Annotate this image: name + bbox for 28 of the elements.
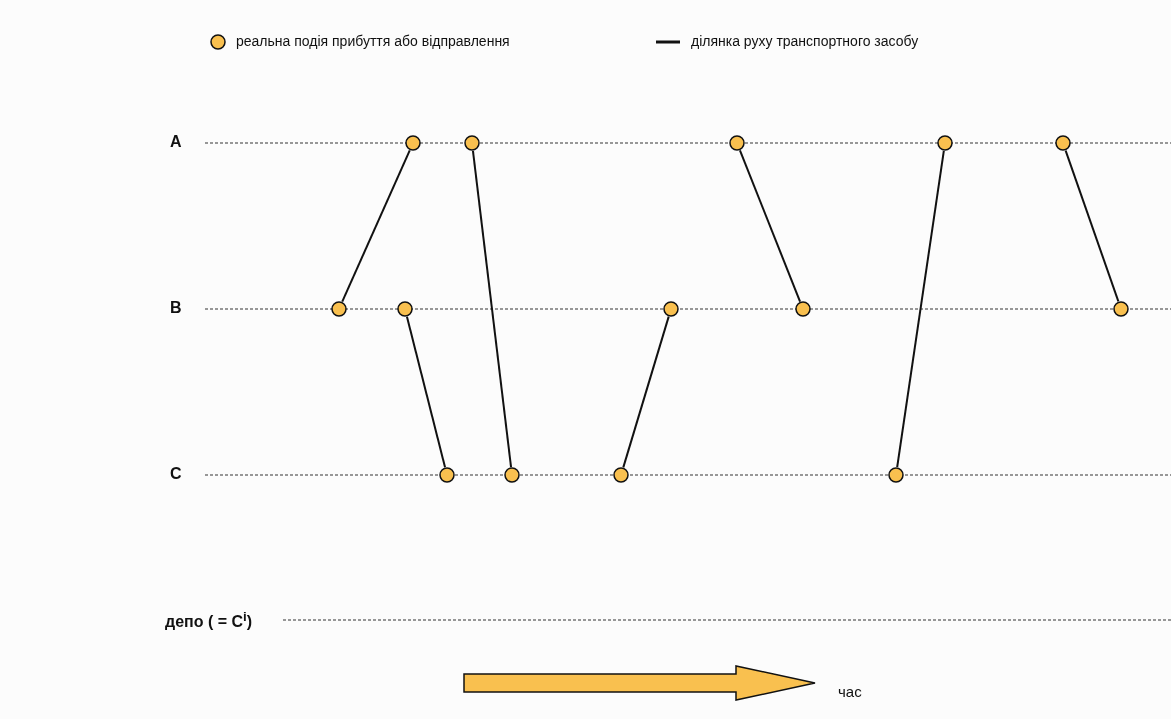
event-circle [405, 135, 421, 151]
route-segment [622, 315, 670, 469]
route-segment [405, 315, 447, 469]
event-circle [729, 135, 745, 151]
event-circle [663, 301, 679, 317]
row-label: C [170, 465, 182, 483]
route-segment [738, 149, 802, 303]
route-segment [1064, 149, 1120, 303]
event-circle [888, 467, 904, 483]
event-circle [1055, 135, 1071, 151]
event-circle [795, 301, 811, 317]
route-segment [471, 149, 513, 469]
event-circle [937, 135, 953, 151]
legend-text: ділянка руху транспортного засобу [691, 33, 919, 49]
event-circle [1113, 301, 1129, 317]
row-label: B [170, 299, 182, 317]
event-circle [439, 467, 455, 483]
legend-text: реальна подія прибуття або відправлення [236, 33, 510, 49]
route-segment [341, 149, 411, 303]
row-label: депо ( = C$^{i}$) [165, 609, 253, 632]
axis-label: час [838, 683, 862, 700]
row-label: A [170, 133, 182, 151]
event-circle [504, 467, 520, 483]
event-circle [331, 301, 347, 317]
route-segment [896, 149, 945, 469]
event-circle [613, 467, 629, 483]
event-circle [397, 301, 413, 317]
event-circle [464, 135, 480, 151]
